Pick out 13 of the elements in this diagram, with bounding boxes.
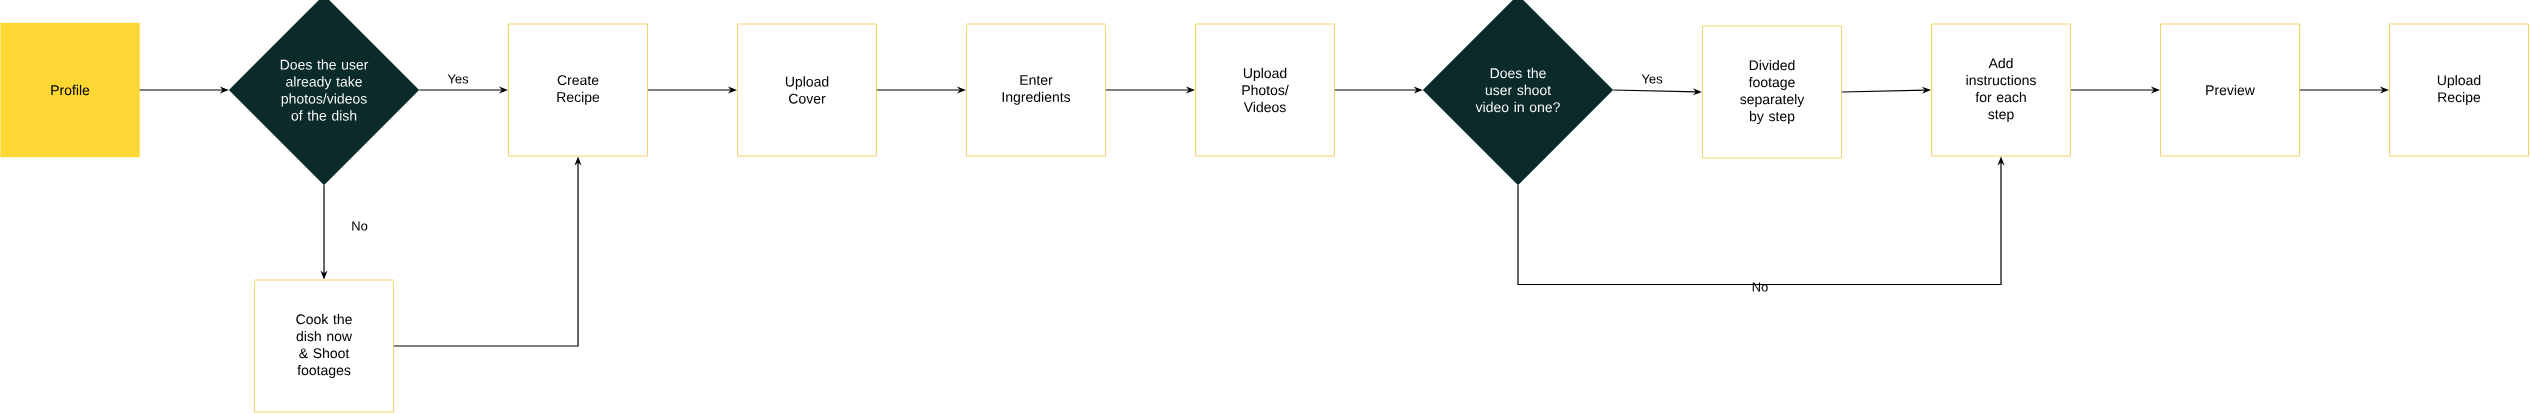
process-box: Preview <box>2160 23 2300 157</box>
start-box: Profile <box>0 22 140 158</box>
edge-label: No <box>352 221 368 231</box>
edge-label: Yes <box>447 74 469 84</box>
process-box: Cook the dish now & Shoot footages <box>254 279 395 413</box>
process-box: Enter Ingredients <box>966 23 1106 157</box>
process-box: Add instructions for each step <box>1931 23 2071 157</box>
process-box: Create Recipe <box>508 23 649 157</box>
process-box: Upload Cover <box>737 23 877 157</box>
process-box: Upload Recipe <box>2389 23 2529 157</box>
edge-label: Yes <box>1641 74 1663 84</box>
process-box: Upload Photos/ Videos <box>1195 23 1335 157</box>
process-box: Divided footage separately by step <box>1702 25 1842 159</box>
